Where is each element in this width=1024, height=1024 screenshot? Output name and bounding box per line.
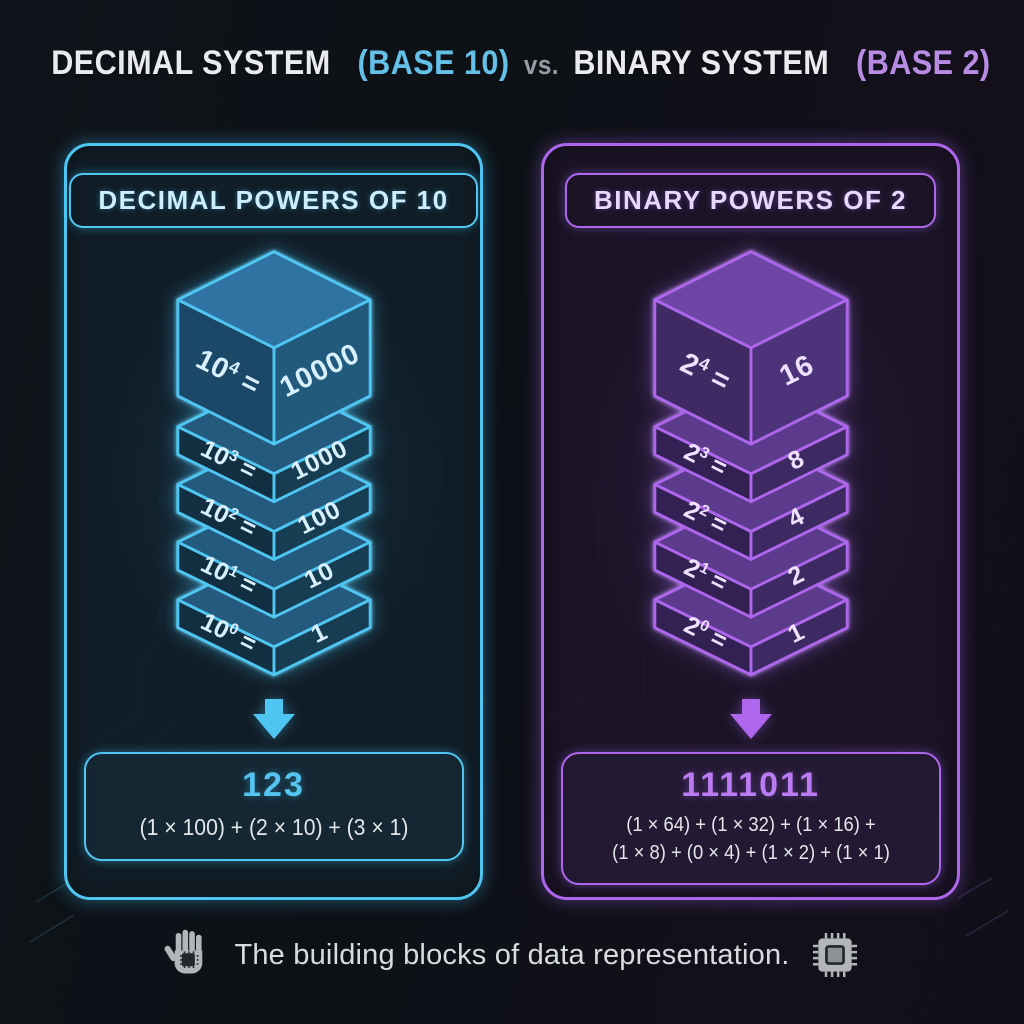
page-title: DECIMAL SYSTEM (BASE 10) vs. BINARY SYST… bbox=[51, 44, 990, 83]
decimal-expansion-line: (1 × 100) + (2 × 10) + (3 × 1) bbox=[139, 814, 408, 840]
footer-caption: The building blocks of data representati… bbox=[0, 928, 1024, 982]
binary-expansion-line-2: (1 × 8) + (0 × 4) + (1 × 2) + (1 × 1) bbox=[611, 842, 890, 864]
block-2-pow-4: 24 =16 bbox=[652, 250, 849, 446]
title-vs: vs. bbox=[523, 50, 560, 80]
decimal-expansion: (1 × 100) + (2 × 10) + (3 × 1) bbox=[110, 811, 438, 843]
title-decimal-system: DECIMAL SYSTEM bbox=[51, 44, 331, 82]
binary-panel-header: BINARY POWERS OF 2 bbox=[564, 173, 937, 228]
binary-result-number: 1111011 bbox=[681, 766, 820, 804]
decimal-result-number: 123 bbox=[242, 766, 305, 804]
hand-chip-icon bbox=[164, 929, 203, 974]
title-base-2: (BASE 2) bbox=[856, 44, 991, 82]
binary-block-stack: 20 =121 =222 =423 =824 =16 bbox=[652, 250, 849, 677]
binary-down-arrow-icon bbox=[729, 699, 772, 739]
title-base-10: (BASE 10) bbox=[357, 44, 510, 82]
binary-expansion: (1 × 64) + (1 × 32) + (1 × 16) + (1 × 8)… bbox=[587, 811, 915, 867]
footer-text: The building blocks of data representati… bbox=[234, 938, 790, 971]
binary-result-box: 1111011 (1 × 64) + (1 × 32) + (1 × 16) +… bbox=[560, 752, 941, 885]
decimal-result-box: 123 (1 × 100) + (2 × 10) + (3 × 1) bbox=[83, 752, 464, 862]
decimal-down-arrow-icon bbox=[252, 699, 295, 739]
block-10-pow-4: 104 =10000 bbox=[175, 250, 372, 446]
binary-expansion-line-1: (1 × 64) + (1 × 32) + (1 × 16) + bbox=[625, 814, 876, 836]
decimal-panel-header: DECIMAL POWERS OF 10 bbox=[69, 173, 478, 228]
title-binary-system: BINARY SYSTEM bbox=[573, 44, 830, 82]
microchip-icon bbox=[812, 932, 857, 978]
